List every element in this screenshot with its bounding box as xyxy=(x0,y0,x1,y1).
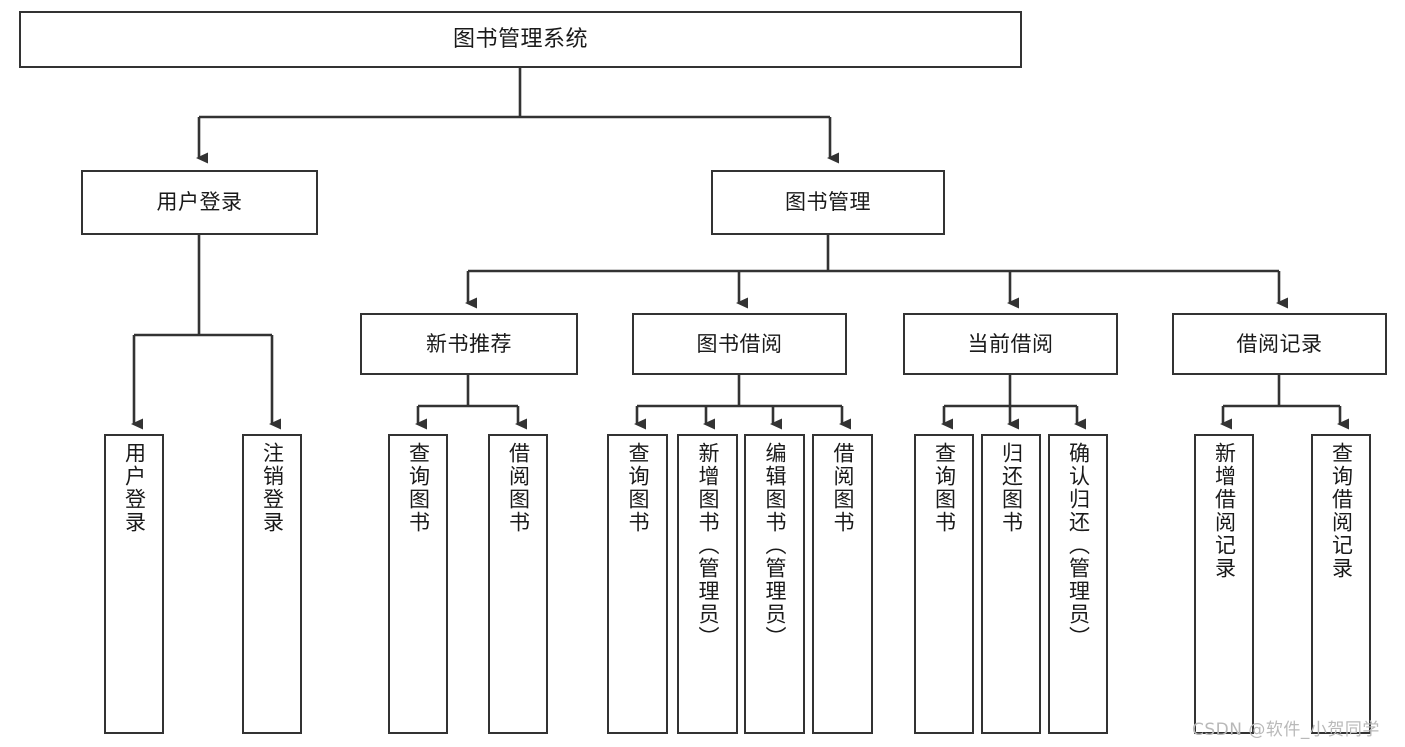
node-leaf-query-book-recommend-label: 查询图书 xyxy=(406,442,431,534)
node-current-borrow-label: 当前借阅 xyxy=(967,331,1054,356)
node-leaf-query-book-borrow-label: 查询图书 xyxy=(626,442,650,534)
node-leaf-borrow-book[interactable]: 借阅图书 xyxy=(812,434,873,734)
node-borrow-record-label: 借阅记录 xyxy=(1236,331,1323,356)
node-leaf-borrow-book-recommend-label: 借阅图书 xyxy=(506,442,531,534)
node-leaf-edit-book-admin-label: 编辑图书（管理员） xyxy=(763,442,787,649)
node-leaf-query-book-current-label: 查询图书 xyxy=(932,442,957,534)
node-leaf-query-book-borrow[interactable]: 查询图书 xyxy=(607,434,668,734)
node-leaf-query-borrow-record-label: 查询借阅记录 xyxy=(1329,442,1354,580)
node-leaf-borrow-book-recommend[interactable]: 借阅图书 xyxy=(488,434,548,734)
node-leaf-user-login[interactable]: 用户登录 xyxy=(104,434,164,734)
node-leaf-logout[interactable]: 注销登录 xyxy=(242,434,302,734)
node-user-login-label: 用户登录 xyxy=(156,190,243,215)
node-root-label: 图书管理系统 xyxy=(452,26,588,52)
node-leaf-edit-book-admin[interactable]: 编辑图书（管理员） xyxy=(744,434,805,734)
node-leaf-add-book-admin-label: 新增图书（管理员） xyxy=(696,442,720,649)
node-book-management-label: 图书管理 xyxy=(785,190,871,215)
node-user-login[interactable]: 用户登录 xyxy=(81,170,318,235)
node-leaf-user-login-label: 用户登录 xyxy=(122,442,147,534)
node-leaf-query-borrow-record[interactable]: 查询借阅记录 xyxy=(1311,434,1371,734)
node-leaf-add-borrow-record-label: 新增借阅记录 xyxy=(1212,442,1237,580)
node-leaf-query-book-current[interactable]: 查询图书 xyxy=(914,434,974,734)
node-root[interactable]: 图书管理系统 xyxy=(19,11,1022,68)
node-book-borrow[interactable]: 图书借阅 xyxy=(632,313,847,375)
watermark-text: CSDN @软件_小贺同学 xyxy=(1192,720,1380,740)
node-current-borrow[interactable]: 当前借阅 xyxy=(903,313,1118,375)
node-borrow-record[interactable]: 借阅记录 xyxy=(1172,313,1387,375)
node-book-borrow-label: 图书借阅 xyxy=(696,331,783,356)
node-leaf-logout-label: 注销登录 xyxy=(260,442,285,534)
node-leaf-query-book-recommend[interactable]: 查询图书 xyxy=(388,434,448,734)
node-leaf-borrow-book-label: 借阅图书 xyxy=(831,442,855,534)
node-leaf-confirm-return-admin-label: 确认归还（管理员） xyxy=(1066,442,1091,649)
node-leaf-confirm-return-admin[interactable]: 确认归还（管理员） xyxy=(1048,434,1108,734)
node-book-management[interactable]: 图书管理 xyxy=(711,170,945,235)
node-leaf-add-book-admin[interactable]: 新增图书（管理员） xyxy=(677,434,738,734)
node-leaf-add-borrow-record[interactable]: 新增借阅记录 xyxy=(1194,434,1254,734)
node-leaf-return-book-label: 归还图书 xyxy=(999,442,1024,534)
node-leaf-return-book[interactable]: 归还图书 xyxy=(981,434,1041,734)
node-new-book-recommend-label: 新书推荐 xyxy=(426,331,512,356)
node-new-book-recommend[interactable]: 新书推荐 xyxy=(360,313,578,375)
